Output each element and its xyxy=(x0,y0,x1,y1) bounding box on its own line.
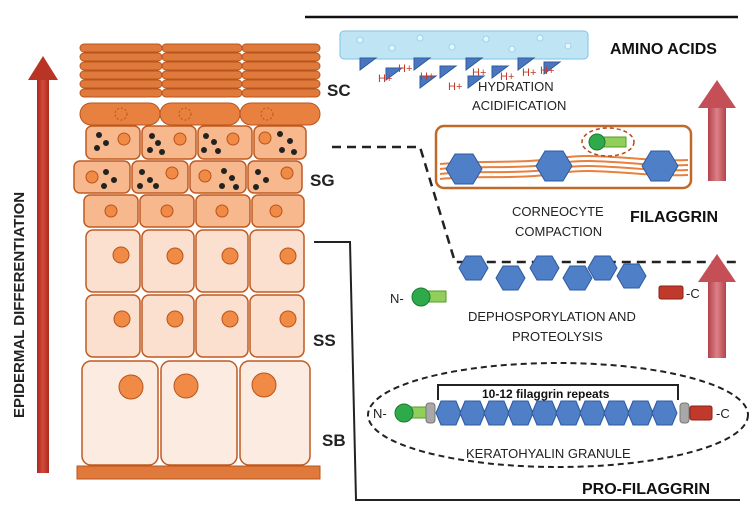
layer-label-ss: SS xyxy=(313,331,336,350)
h-plus-7: H+ xyxy=(522,67,536,79)
water-bubbles xyxy=(356,34,572,53)
released-c-terminus xyxy=(658,285,684,300)
keratohyalin-granule-label: KERATOHYALIN GRANULE xyxy=(466,446,631,461)
stratum-corneum-layer xyxy=(79,43,321,98)
pro-n-terminus-label: N- xyxy=(373,406,387,421)
lower-pink-arrow xyxy=(698,254,736,358)
spinous-nuclei xyxy=(112,246,297,328)
basal-nuclei xyxy=(118,372,277,400)
amino-acids-label: AMINO ACIDS xyxy=(610,41,717,58)
ss-solid-connector xyxy=(314,241,740,501)
compacted-filaggrin-hexagons xyxy=(445,150,679,185)
hydration-label: HYDRATION xyxy=(478,79,554,94)
corneocyte-amino-acid xyxy=(581,127,635,157)
pro-c-terminus-label: -C xyxy=(716,406,730,421)
proton-labels: H+ H+ H+ H+ H+ H+ H+ H+ xyxy=(378,63,554,93)
stratum-spinosum-layer xyxy=(85,229,305,358)
repeats-bracket xyxy=(437,384,679,400)
granular-nuclei xyxy=(85,131,294,218)
epidermal-differentiation-arrow xyxy=(28,56,58,473)
layer-label-sg: SG xyxy=(310,171,335,190)
layer-label-sb: SB xyxy=(322,431,346,450)
h-plus-8: H+ xyxy=(540,65,554,77)
compaction-label: COMPACTION xyxy=(515,224,602,239)
released-n-terminus-label: N- xyxy=(390,291,404,306)
repeats-label: 10-12 filaggrin repeats xyxy=(482,387,610,401)
h-plus-4: H+ xyxy=(448,81,462,93)
proteolysis-label: PROTEOLYSIS xyxy=(512,329,603,344)
h-plus-1: H+ xyxy=(378,73,392,85)
h-plus-6: H+ xyxy=(500,71,514,83)
h-plus-2: H+ xyxy=(398,63,412,75)
pro-filaggrin-chain xyxy=(394,400,713,426)
amino-acid-triangles xyxy=(359,57,562,89)
released-n-terminus xyxy=(411,287,447,307)
basement-membrane xyxy=(76,465,321,480)
transitional-cells xyxy=(79,102,321,126)
released-c-terminus-label: -C xyxy=(686,286,700,301)
stratum-basale-layer xyxy=(81,360,311,466)
keratohyalin-granule xyxy=(367,362,749,468)
water-band xyxy=(339,30,589,60)
dephosphorylation-label: DEPHOSPORYLATION AND xyxy=(468,309,636,324)
epidermal-differentiation-label: EPIDERMAL DIFFERENTIATION xyxy=(11,192,28,418)
keratohyalin-granules xyxy=(94,131,297,190)
layer-label-sc: SC xyxy=(327,81,351,100)
corneocyte-label: CORNEOCYTE xyxy=(512,204,604,219)
upper-pink-arrow xyxy=(698,80,736,181)
filaggrin-monomers xyxy=(458,255,647,291)
pro-filaggrin-label: PRO-FILAGGRIN xyxy=(582,481,710,498)
filaggrin-label: FILAGGRIN xyxy=(630,209,718,226)
h-plus-5: H+ xyxy=(472,67,486,79)
h-plus-3: H+ xyxy=(420,71,434,83)
acidification-label: ACIDIFICATION xyxy=(472,98,566,113)
